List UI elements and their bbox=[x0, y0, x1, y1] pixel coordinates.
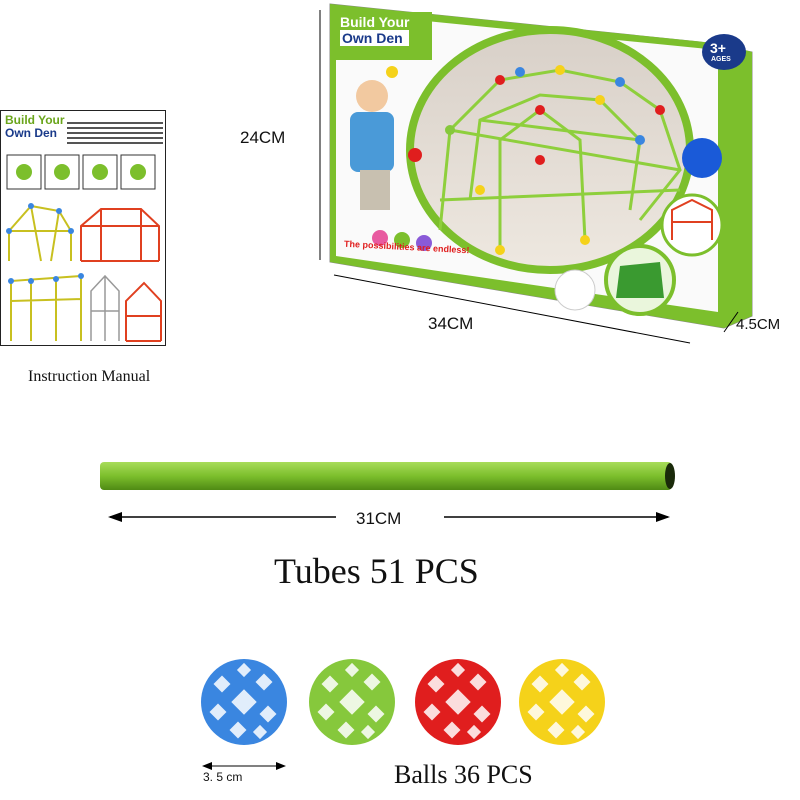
manual-structure-5 bbox=[125, 281, 162, 342]
ball-green bbox=[309, 659, 395, 745]
box-title-line1: Build Your bbox=[340, 14, 410, 30]
manual-structure-4 bbox=[90, 274, 120, 341]
manual-structure-3 bbox=[10, 274, 82, 341]
product-box bbox=[319, 3, 753, 344]
tube-image bbox=[100, 462, 672, 490]
manual-caption: Instruction Manual bbox=[28, 368, 151, 385]
tube-arrow-left bbox=[108, 512, 122, 522]
inset-small-frame bbox=[554, 269, 596, 311]
manual-title-line1: Build Your bbox=[5, 113, 65, 127]
ball-arrow-right bbox=[276, 762, 286, 770]
scene-circle bbox=[406, 26, 694, 274]
manual-structure-1 bbox=[8, 204, 72, 262]
tube-opening bbox=[665, 463, 675, 489]
tube-caption: Tubes 51 PCS bbox=[274, 551, 479, 591]
instruction-manual: Build Your Own Den bbox=[0, 110, 166, 346]
manual-text-block bbox=[67, 119, 163, 151]
depth-dimension-line bbox=[723, 311, 739, 333]
box-side-face bbox=[724, 44, 752, 328]
tube-arrow-right bbox=[656, 512, 670, 522]
manual-title-line2: Own Den bbox=[5, 126, 58, 140]
box-title: Build Your Own Den bbox=[340, 14, 410, 46]
age-badge bbox=[702, 34, 746, 70]
ball-yellow bbox=[519, 659, 605, 745]
inset-frame-scene bbox=[660, 193, 724, 257]
balls-section bbox=[201, 659, 605, 770]
info-badge bbox=[682, 138, 722, 178]
age-badge-text: 3+ bbox=[710, 40, 726, 56]
manual-step-icons bbox=[6, 154, 156, 190]
child-figure bbox=[350, 66, 398, 210]
ball-arrow-left bbox=[202, 762, 212, 770]
age-badge-subtext: AGES bbox=[711, 56, 731, 63]
den-connectors bbox=[408, 65, 665, 255]
ball-blue bbox=[201, 659, 287, 745]
manual-structure-2 bbox=[80, 208, 160, 262]
balls-caption: Balls 36 PCS bbox=[394, 760, 533, 789]
width-dimension-line bbox=[333, 274, 691, 344]
width-label: 34CM bbox=[428, 314, 474, 333]
depth-label: 4.5CM bbox=[736, 316, 781, 333]
ball-red bbox=[415, 659, 501, 745]
tube-section bbox=[100, 462, 675, 522]
ball-size-label: 3. 5 cm bbox=[203, 770, 243, 784]
tube-length-label: 31CM bbox=[356, 509, 402, 528]
height-label: 24CM bbox=[240, 128, 286, 147]
box-title-line2: Own Den bbox=[340, 30, 410, 46]
manual-illustrations bbox=[6, 154, 162, 342]
